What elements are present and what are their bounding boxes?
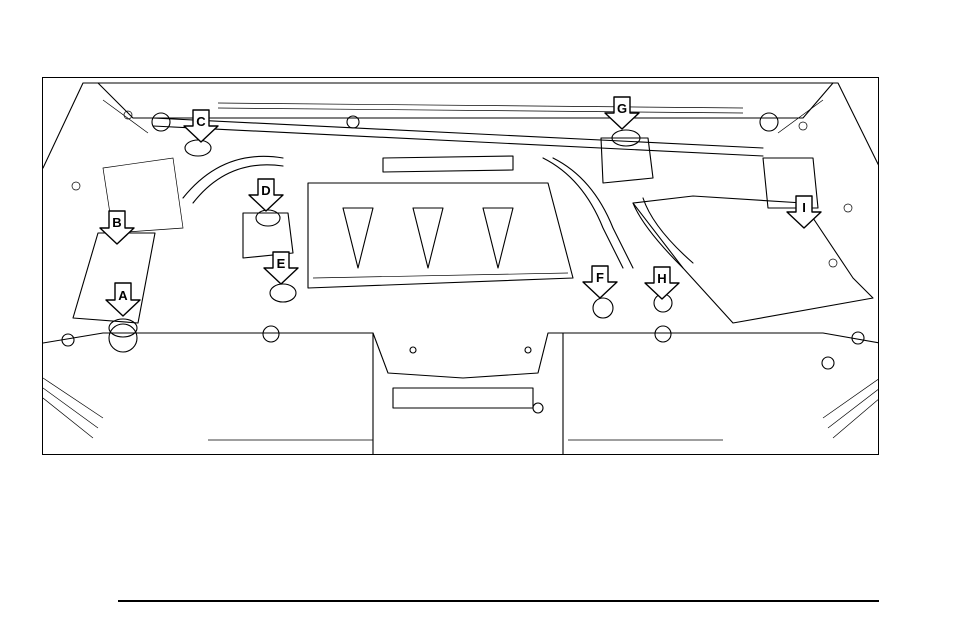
callout-label-h: H bbox=[657, 271, 666, 286]
callout-G: G bbox=[605, 97, 639, 129]
callout-label-f: F bbox=[596, 270, 604, 285]
callout-H: H bbox=[645, 267, 679, 299]
brake-reservoir bbox=[601, 138, 653, 183]
radiator-support bbox=[43, 333, 879, 378]
callout-A: A bbox=[106, 283, 140, 316]
page-footer-rule bbox=[118, 600, 879, 602]
coolant-cap-f bbox=[593, 298, 613, 318]
air-cleaner bbox=[633, 196, 873, 323]
callout-B: B bbox=[100, 211, 134, 244]
callout-label-e: E bbox=[277, 256, 286, 271]
callout-D: D bbox=[249, 179, 283, 211]
strut-brace bbox=[153, 118, 763, 156]
oil-fill-cap bbox=[270, 284, 296, 302]
engine-cover bbox=[308, 183, 573, 288]
engine-drawing: A B C D E F G H bbox=[43, 78, 879, 455]
callout-F: F bbox=[583, 266, 617, 298]
washer-fluid-cap bbox=[185, 140, 211, 156]
engine-compartment-diagram: A B C D E F G H bbox=[42, 77, 879, 455]
coolant-reservoir bbox=[243, 213, 293, 258]
callout-label-c: C bbox=[196, 114, 206, 129]
callout-label-i: I bbox=[802, 200, 806, 215]
callout-label-g: G bbox=[617, 101, 627, 116]
callout-label-b: B bbox=[112, 215, 121, 230]
battery bbox=[73, 233, 155, 323]
callout-label-a: A bbox=[118, 288, 128, 303]
callout-E: E bbox=[264, 252, 298, 284]
callout-label-d: D bbox=[261, 183, 270, 198]
callout-C: C bbox=[184, 110, 218, 142]
